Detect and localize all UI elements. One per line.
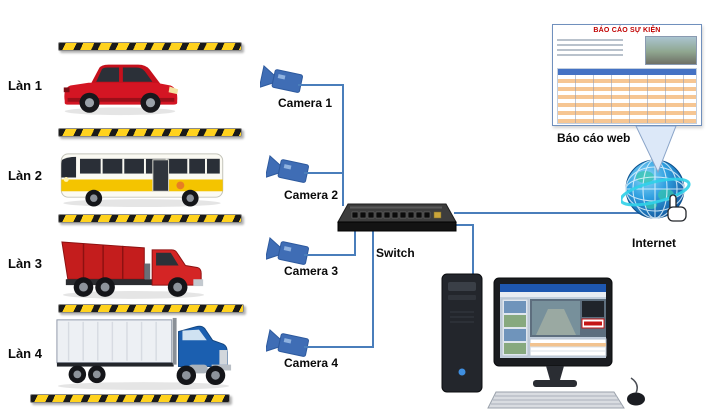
lane-1-label: Làn 1 — [8, 78, 42, 93]
connector-switch-internet — [454, 212, 650, 214]
city-bus-image — [60, 153, 224, 208]
semi-trailer-truck-image — [56, 317, 232, 390]
report-photo-thumbnail — [645, 36, 697, 65]
lane-barrier — [30, 394, 230, 403]
internet-globe-icon — [621, 159, 691, 222]
camera-3-label: Camera 3 — [284, 264, 339, 278]
report-table-rows — [558, 75, 696, 123]
connector-camera2-switch — [304, 172, 344, 174]
red-suv-image — [63, 64, 179, 116]
connector-camera3-vertical — [354, 230, 356, 256]
network-switch-icon — [337, 203, 457, 232]
report-table-header-row — [558, 69, 696, 75]
connector-camera3-switch — [304, 254, 356, 256]
camera-2-icon — [266, 154, 309, 183]
switch-label: Switch — [376, 246, 415, 260]
connector-switch-computer-v — [472, 224, 474, 284]
lane-barrier — [58, 304, 244, 313]
report-callout-tail — [635, 126, 677, 174]
report-title: BÁO CÁO SỰ KIỆN — [593, 27, 661, 34]
report-meta-lines — [557, 36, 623, 65]
lane-barrier — [58, 128, 242, 137]
lane-4-label: Làn 4 — [8, 346, 42, 361]
connector-camera1-switch — [298, 84, 344, 86]
camera-4-icon — [266, 328, 309, 357]
internet-label: Internet — [632, 236, 677, 250]
lane-barrier — [58, 42, 242, 51]
report-table — [557, 68, 697, 124]
mouse-icon — [627, 392, 645, 406]
web-report-panel: BÁO CÁO SỰ KIỆN — [552, 24, 702, 126]
camera-4-label: Camera 4 — [284, 356, 339, 370]
connector-camera4-vertical — [372, 230, 374, 348]
connector-switch-computer-h — [454, 224, 474, 226]
hand-cursor-icon — [667, 194, 687, 222]
dump-truck-image — [61, 241, 205, 299]
report-header-area — [553, 34, 701, 66]
connector-trunk-vertical — [342, 84, 344, 206]
lane-3-label: Làn 3 — [8, 256, 42, 271]
workstation-computer-icon — [441, 273, 645, 409]
camera-1-icon — [260, 64, 303, 93]
camera-1-label: Camera 1 — [278, 96, 333, 110]
camera-2-label: Camera 2 — [284, 188, 339, 202]
lane-barrier — [58, 214, 242, 223]
lane-2-label: Làn 2 — [8, 168, 42, 183]
report-caption: Báo cáo web — [557, 131, 631, 145]
connector-camera4-switch — [304, 346, 374, 348]
